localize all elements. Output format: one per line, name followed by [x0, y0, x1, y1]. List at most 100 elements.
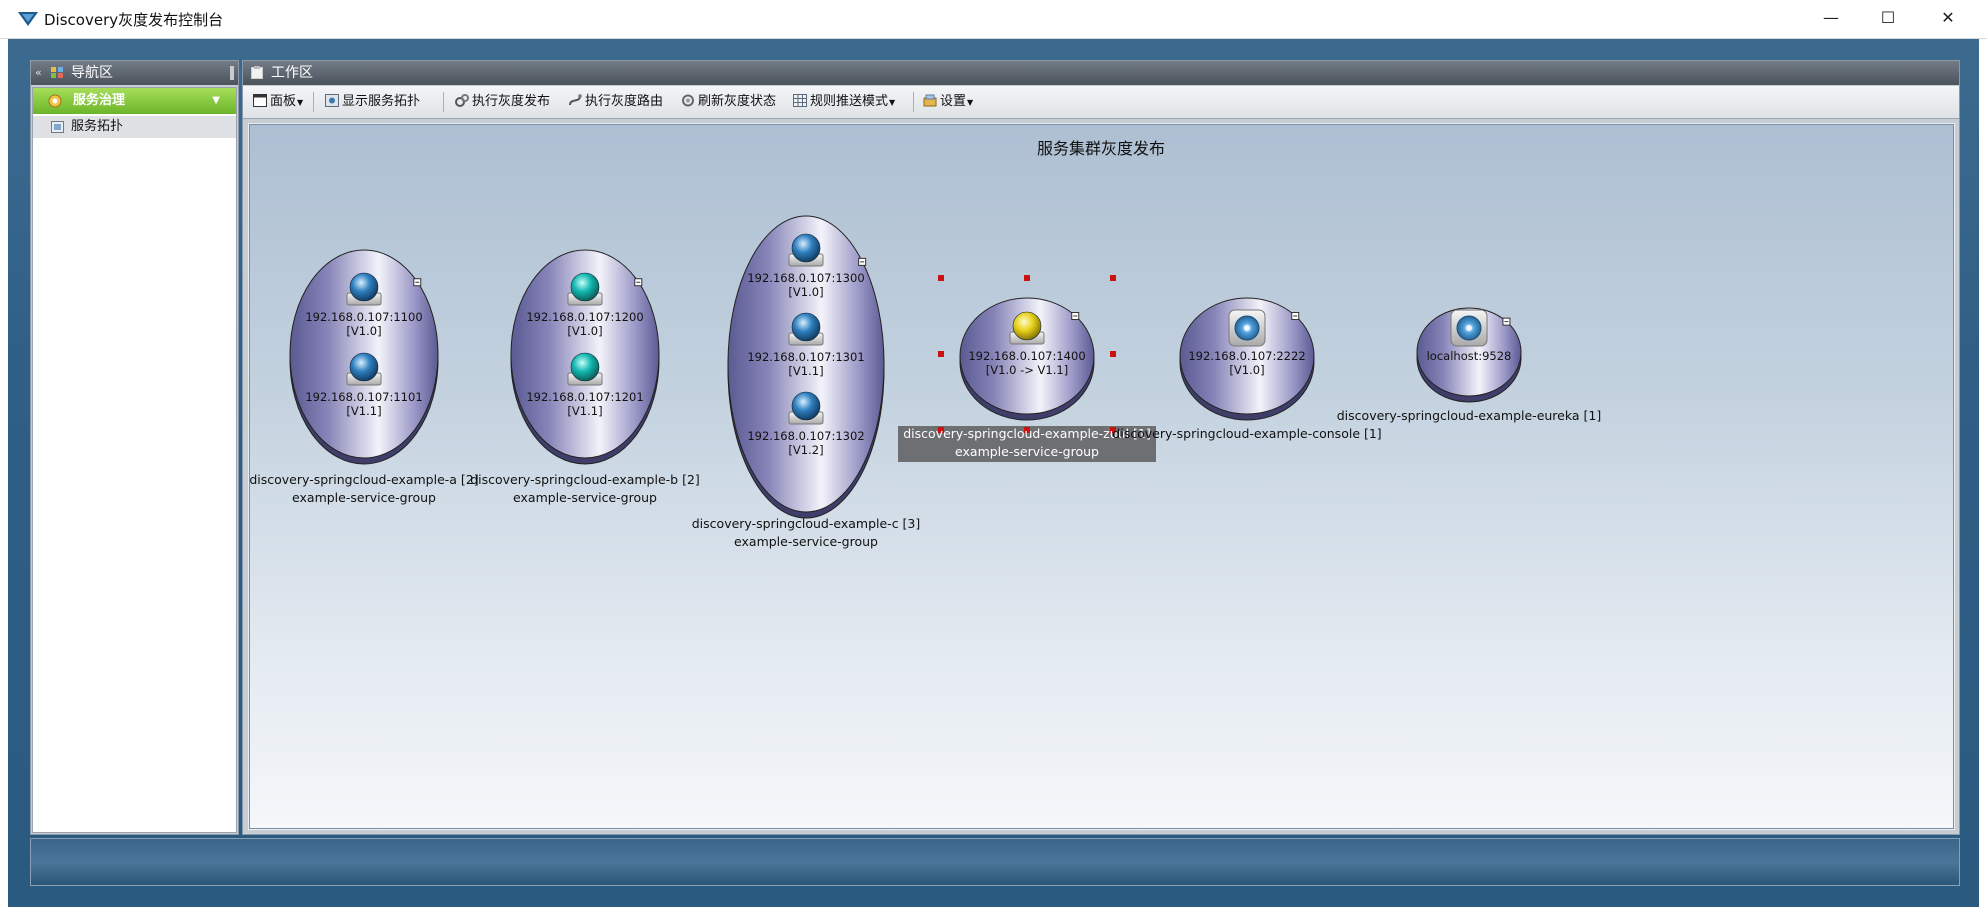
refresh-gray-status-button[interactable]: 刷新灰度状态 [681, 92, 776, 112]
group-label: discovery-springcloud-example-a [2] [249, 472, 478, 487]
group-label: discovery-springcloud-example-console [1… [1112, 426, 1381, 441]
instance-version: [V1.0] [346, 324, 381, 338]
group-ellipse[interactable] [1179, 297, 1315, 415]
instance-address: localhost:9528 [1427, 349, 1512, 363]
clipboard-icon [251, 66, 263, 79]
selection-handle[interactable] [938, 351, 944, 357]
instance-address: 192.168.0.107:2222 [1188, 349, 1305, 363]
settings-label: 设置 [940, 94, 967, 109]
nav-header: « 导航区 [31, 61, 238, 85]
service-instance-node[interactable]: 192.168.0.107:1300[V1.0] [747, 233, 865, 299]
nav-body: 服务治理 ▼ 服务拓扑 [32, 87, 237, 833]
service-group[interactable]: 192.168.0.107:1400[V1.0 -> V1.1]discover… [898, 275, 1156, 462]
status-band [30, 838, 1960, 886]
instance-version: [V1.1] [567, 404, 602, 418]
show-topology-label: 显示服务拓扑 [342, 94, 421, 109]
service-instance-node[interactable]: 192.168.0.107:1100[V1.0] [305, 272, 423, 338]
instance-version: [V1.1] [346, 404, 381, 418]
rules-grid-icon [793, 94, 807, 107]
toolbar: 面板▼ 显示服务拓扑 执行灰度发布 执行灰度路由 刷新灰度状态 规则推送模式▼ … [243, 86, 1959, 119]
close-button[interactable]: ✕ [1941, 8, 1955, 27]
service-instance-node[interactable]: 192.168.0.107:1400[V1.0 -> V1.1] [968, 311, 1086, 377]
group-sublabel: example-service-group [734, 534, 878, 549]
service-instance-node[interactable]: 192.168.0.107:1200[V1.0] [526, 272, 644, 338]
nav-item-service-topology[interactable]: 服务拓扑 [33, 116, 236, 138]
globe-yellow-server-icon [1012, 311, 1042, 341]
workspace-panel: 工作区 面板▼ 显示服务拓扑 执行灰度发布 执行灰度路由 刷新灰度状态 规则推送… [242, 60, 1960, 835]
service-group[interactable]: 192.168.0.107:1200[V1.0]192.168.0.107:12… [470, 249, 700, 505]
execute-gray-release-button[interactable]: 执行灰度发布 [455, 92, 550, 112]
group-label: discovery-springcloud-example-c [3] [692, 516, 921, 531]
show-topology-button[interactable]: 显示服务拓扑 [325, 92, 420, 112]
service-instance-node[interactable]: 192.168.0.107:1301[V1.1] [747, 312, 865, 378]
service-group[interactable]: 192.168.0.107:1100[V1.0] 192.168.0.107:11… [249, 249, 479, 505]
topology-canvas[interactable]: 服务集群灰度发布 192.168.0.107:1100[V1.0]192.168… [248, 123, 1955, 830]
instance-version: [V1.2] [788, 443, 823, 457]
service-instance-node[interactable]: 192.168.0.107:1302[V1.2] [747, 391, 865, 457]
selection-handle[interactable] [1110, 427, 1116, 433]
group-sublabel: example-service-group [955, 444, 1099, 459]
instance-address: 192.168.0.107:1201 [526, 390, 643, 404]
workspace-title: 工作区 [271, 65, 313, 81]
instance-version: [V1.1] [788, 364, 823, 378]
group-label: discovery-springcloud-example-eureka [1] [1337, 408, 1601, 423]
execute-gray-release-label: 执行灰度发布 [472, 94, 551, 109]
execute-gray-route-label: 执行灰度路由 [585, 94, 664, 109]
panel-label: 面板 [270, 94, 297, 109]
selection-handle[interactable] [1024, 275, 1030, 281]
selection-handle[interactable] [938, 275, 944, 281]
service-groups-layer: 192.168.0.107:1100[V1.0] 192.168.0.107:11… [249, 215, 1601, 549]
execute-gray-route-button[interactable]: 执行灰度路由 [568, 92, 663, 112]
topology-view-icon [325, 94, 339, 107]
instance-address: 192.168.0.107:1200 [526, 310, 643, 324]
workspace-header: 工作区 [243, 61, 1959, 85]
minimize-button[interactable]: — [1823, 8, 1839, 27]
selection-handle[interactable] [1024, 427, 1030, 433]
settings-menu[interactable]: 设置▼ [923, 92, 973, 112]
disc-center-icon [1466, 325, 1472, 331]
instance-address: 192.168.0.107:1300 [747, 271, 864, 285]
service-instance-node[interactable]: 192.168.0.107:1101[V1.1] [305, 352, 423, 418]
disc-center-icon [1244, 325, 1250, 331]
window-titlebar: Discovery灰度发布控制台 — ☐ ✕ [0, 0, 1987, 39]
service-instance-node[interactable]: localhost:9528 [1427, 309, 1512, 363]
rule-push-mode-menu[interactable]: 规则推送模式▼ [793, 92, 895, 112]
instance-address: 192.168.0.107:1302 [747, 429, 864, 443]
service-group[interactable]: 192.168.0.107:1300[V1.0]192.168.0.107:13… [692, 215, 921, 549]
group-ellipse[interactable] [1416, 307, 1522, 397]
nav-group-label: 服务治理 [73, 93, 126, 108]
group-ellipse[interactable] [727, 215, 885, 513]
selection-handle[interactable] [1110, 351, 1116, 357]
instance-version: [V1.0 -> V1.1] [986, 363, 1068, 377]
topology-icon [51, 121, 64, 133]
collapse-nav-button[interactable]: « [35, 66, 42, 79]
instance-version: [V1.0] [788, 285, 823, 299]
app-logo-icon [18, 12, 38, 26]
rule-push-mode-label: 规则推送模式 [810, 94, 889, 109]
globe-teal-server-icon [570, 272, 600, 302]
service-governance-icon [48, 94, 62, 108]
maximize-button[interactable]: ☐ [1880, 8, 1896, 27]
nav-panel: « 导航区 服务治理 ▼ 服务拓扑 [30, 60, 239, 835]
service-group[interactable]: 192.168.0.107:2222[V1.0] discovery-spring… [1112, 297, 1382, 441]
route-icon [569, 94, 582, 106]
service-instance-node[interactable]: 192.168.0.107:2222[V1.0] [1188, 309, 1306, 377]
service-group[interactable]: localhost:9528 discovery-springcloud-exam… [1337, 307, 1601, 423]
instance-address: 192.168.0.107:1400 [968, 349, 1085, 363]
nav-group-service-governance[interactable]: 服务治理 ▼ [33, 88, 236, 114]
topology-diagram[interactable]: 服务集群灰度发布 192.168.0.107:1100[V1.0]192.168… [249, 124, 1954, 829]
panel-menu-button[interactable]: 面板▼ [253, 92, 303, 112]
group-label: discovery-springcloud-example-b [2] [470, 472, 700, 487]
nav-grid-icon [51, 67, 63, 78]
globe-blue-server-icon [791, 391, 821, 421]
refresh-gray-status-label: 刷新灰度状态 [698, 94, 777, 109]
selection-handle[interactable] [1110, 275, 1116, 281]
toolbar-divider [443, 92, 444, 112]
nav-resize-grip[interactable] [230, 66, 234, 80]
instance-address: 192.168.0.107:1101 [305, 390, 422, 404]
globe-blue-server-icon [791, 233, 821, 263]
selection-handle[interactable] [938, 427, 944, 433]
globe-blue-server-icon [349, 352, 379, 382]
service-instance-node[interactable]: 192.168.0.107:1201[V1.1] [526, 352, 644, 418]
group-ellipse[interactable] [959, 297, 1095, 415]
